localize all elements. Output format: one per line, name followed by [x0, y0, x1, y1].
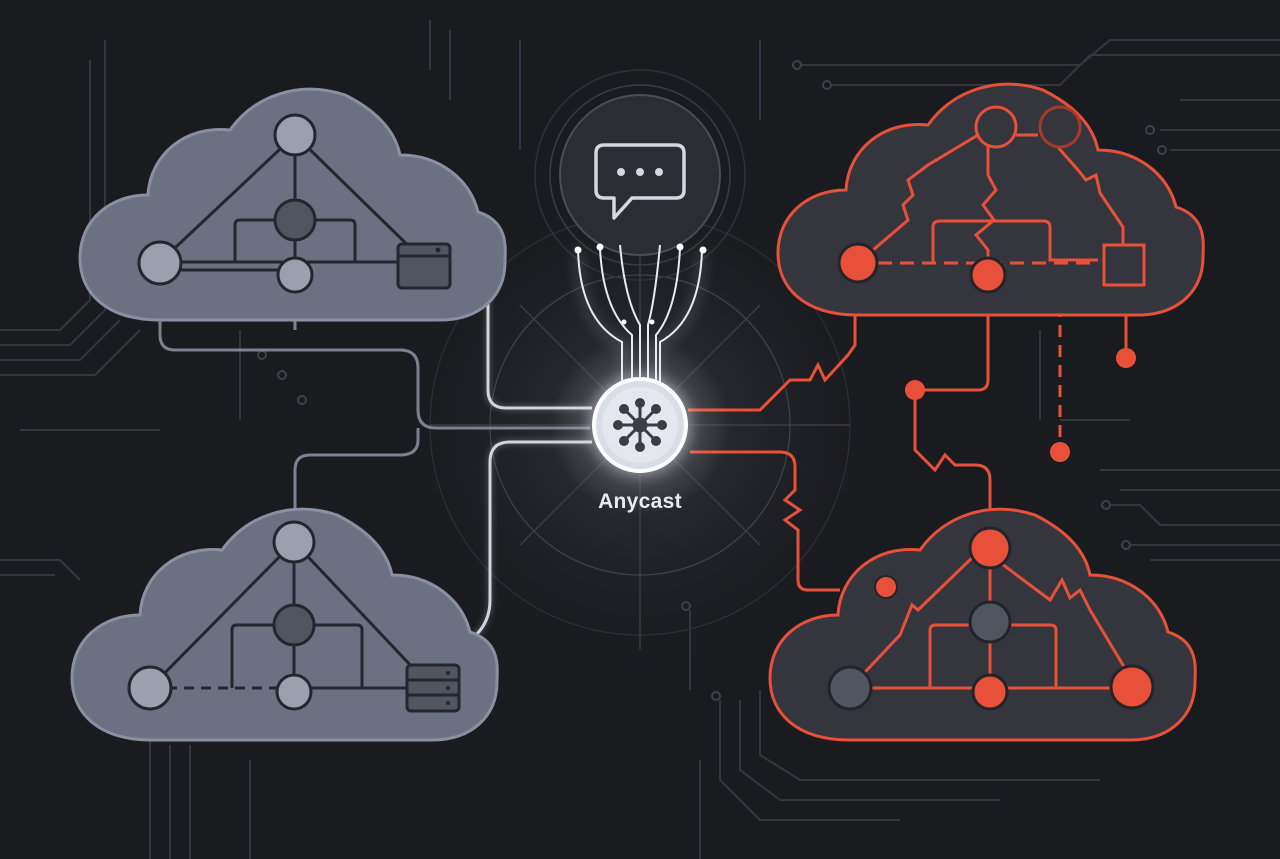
- anycast-hub: [550, 335, 730, 515]
- node: [272, 603, 316, 647]
- node: [971, 673, 1009, 711]
- node: [974, 105, 1018, 149]
- circuit-traces: [0, 20, 1280, 859]
- failing-links: [688, 265, 1128, 592]
- message-source: [534, 69, 746, 281]
- node: [837, 242, 879, 284]
- node: [968, 526, 1012, 570]
- node: [273, 113, 317, 157]
- node: [127, 665, 173, 711]
- cloud-top-left: [78, 87, 507, 322]
- node: [137, 240, 183, 286]
- failing-endpoints: [905, 348, 1136, 462]
- node: [273, 198, 317, 242]
- server-rack-icon: [405, 663, 461, 713]
- node: [272, 520, 316, 564]
- hub-label: Anycast: [598, 490, 682, 513]
- cloud-bottom-right: [768, 507, 1197, 742]
- node: [275, 673, 313, 711]
- node: [1109, 664, 1155, 710]
- network-hub-icon: [613, 398, 667, 452]
- node: [969, 256, 1007, 294]
- cloud-bottom-left: [70, 507, 499, 742]
- node: [276, 256, 314, 294]
- server-window-icon: [396, 242, 452, 290]
- node: [1038, 105, 1082, 149]
- chat-bubble-icon: [594, 143, 686, 220]
- node: [968, 600, 1012, 644]
- node: [874, 575, 898, 599]
- cloud-top-right: [776, 82, 1205, 317]
- node: [827, 665, 873, 711]
- server-icon: [1102, 243, 1146, 287]
